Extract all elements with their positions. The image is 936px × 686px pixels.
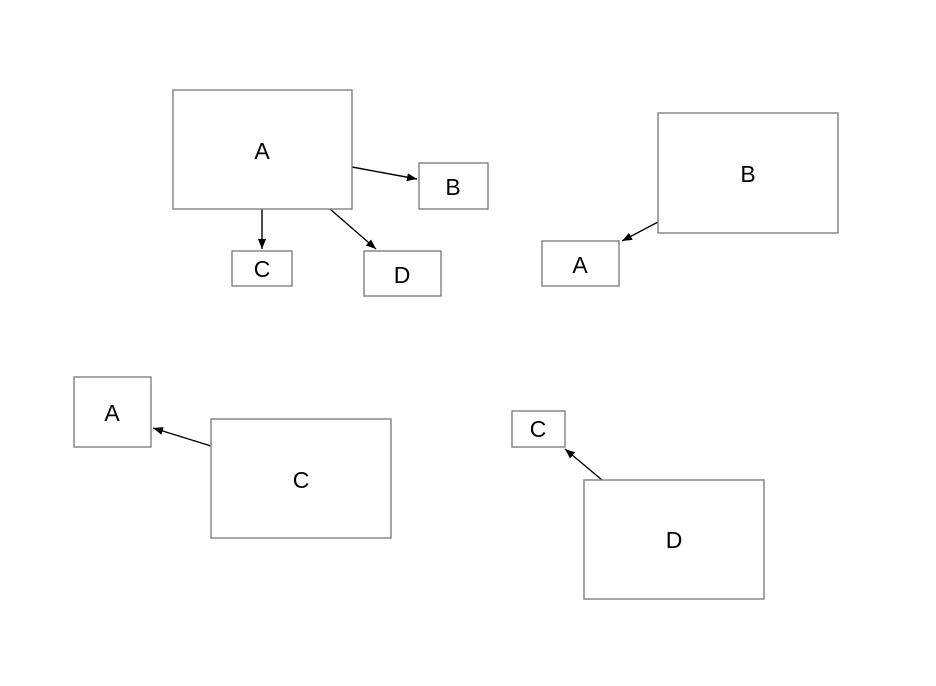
edge-c-to-a [152, 427, 212, 447]
diagram-panel-c: C A [73, 376, 392, 539]
node-c-label: C [254, 256, 271, 282]
node-c: C [231, 250, 293, 287]
node-c-label: C [530, 416, 547, 442]
diagram-panel-a: A B C D [172, 89, 489, 297]
edge-d-to-c [564, 448, 603, 481]
node-d-label: D [394, 262, 411, 288]
node-a: A [73, 376, 152, 448]
node-d: D [583, 479, 765, 600]
node-c: C [511, 410, 566, 448]
edge-a-to-b [351, 166, 418, 182]
node-a: A [541, 240, 620, 287]
node-c: C [210, 418, 392, 539]
node-b: B [418, 162, 489, 210]
node-b-label: B [740, 161, 755, 187]
diagram-panel-d: D C [511, 410, 765, 600]
node-b-label: B [445, 174, 460, 200]
node-a: A [172, 89, 353, 210]
node-a-label: A [104, 400, 120, 426]
node-d: D [363, 250, 442, 297]
edge-b-to-a [621, 221, 659, 242]
node-c-label: C [293, 467, 310, 493]
node-a-label: A [572, 252, 588, 278]
edge-a-to-d [329, 208, 377, 250]
node-b: B [657, 112, 839, 234]
node-d-label: D [666, 527, 683, 553]
diagram-panel-b: B A [541, 112, 839, 287]
node-a-label: A [254, 138, 270, 164]
